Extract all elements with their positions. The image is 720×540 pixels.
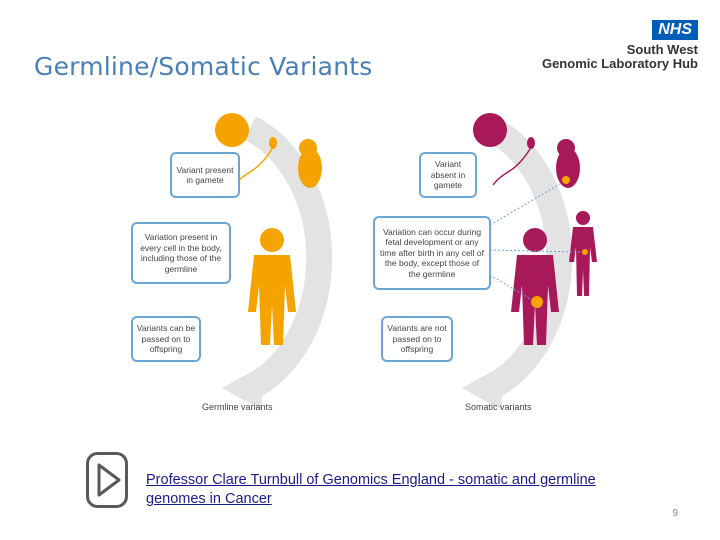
nhs-badge: NHS [652, 20, 698, 40]
somatic-callout-variation: Variation can occur during fetal develop… [373, 216, 491, 290]
somatic-egg-icon [473, 113, 507, 147]
germline-egg-icon [215, 113, 249, 147]
germline-callout-gamete: Variant present in gamete [170, 152, 240, 198]
germline-body-icon [248, 228, 296, 345]
nhs-logo: NHS South West Genomic Laboratory Hub [538, 20, 698, 71]
germline-caption: Germline variants [202, 402, 273, 412]
somatic-callout-offspring: Variants are not passed on to offspring [381, 316, 453, 362]
somatic-fetus-icon [556, 139, 580, 188]
germline-fetus-icon [298, 139, 322, 188]
somatic-callout-gamete: Variant absent in gamete [419, 152, 477, 198]
slide-title: Germline/Somatic Variants [34, 52, 373, 81]
somatic-connector-lines [489, 183, 581, 301]
page-number: 9 [672, 508, 678, 519]
somatic-cycle-arrow [462, 116, 573, 410]
video-link[interactable]: Professor Clare Turnbull of Genomics Eng… [146, 472, 596, 507]
somatic-caption: Somatic variants [465, 402, 532, 412]
germline-cycle-arrow [222, 116, 333, 410]
somatic-child-icon [569, 211, 597, 296]
play-icon[interactable] [86, 452, 128, 508]
somatic-sperm-icon [492, 137, 535, 186]
germline-callout-offspring: Variants can be passed on to offspring [131, 316, 201, 362]
somatic-body-icon [511, 228, 559, 345]
logo-organisation: Genomic Laboratory Hub [541, 56, 698, 71]
germline-callout-every-cell: Variation present in every cell in the b… [131, 222, 231, 284]
logo-region: South West [626, 42, 698, 57]
